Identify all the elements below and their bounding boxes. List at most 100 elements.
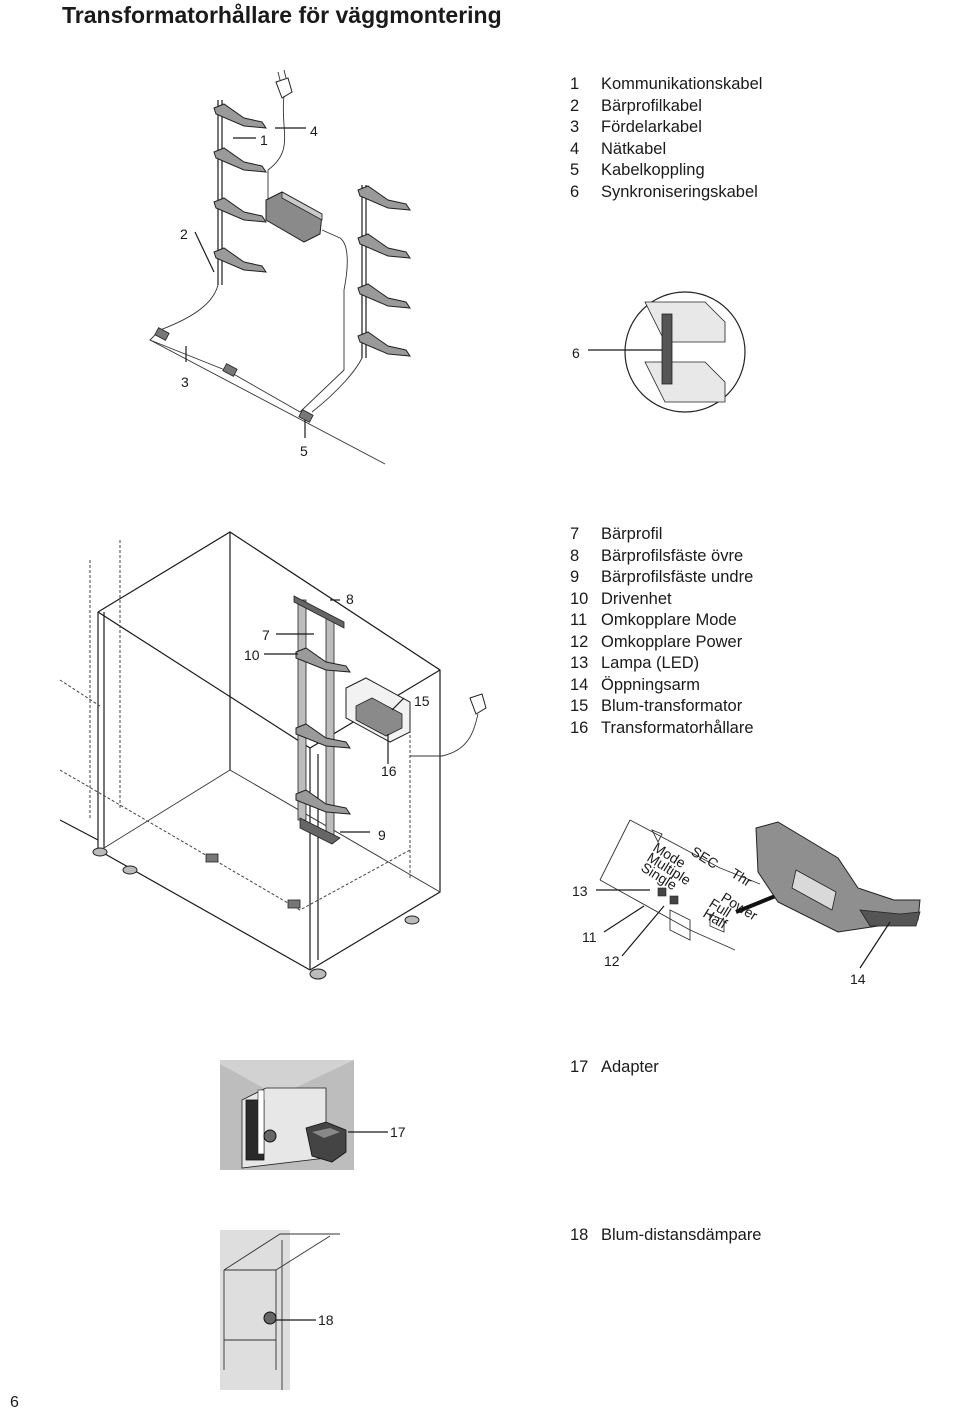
callout-15: 15 <box>414 693 430 709</box>
drive-unit-icon <box>213 147 267 173</box>
cabinet-foot-icon <box>309 968 327 980</box>
legend-text: Nätkabel <box>601 139 667 158</box>
callout-10: 10 <box>244 647 260 663</box>
legend-text: Adapter <box>601 1058 659 1076</box>
drive-unit-icon <box>357 283 411 309</box>
coupling-icon <box>154 327 170 341</box>
legend-text: Blum-distansdämpare <box>601 1226 762 1244</box>
callout-18: 18 <box>318 1312 334 1328</box>
legend-number: 12 <box>570 632 589 651</box>
adapter-screw-icon <box>263 1129 277 1143</box>
drive-unit-detail-figure: 13 11 12 14 Mode Multiple Single SEC Pow… <box>572 819 921 987</box>
legend-number: 13 <box>570 654 589 672</box>
legend-text: Synkroniseringskabel <box>601 182 758 201</box>
legend-text: Blum-transformator <box>601 697 743 715</box>
callout-8: 8 <box>346 591 354 607</box>
legend-item: 12 Omkopplare Power <box>570 632 754 654</box>
legend-text: Kommunikationskabel <box>601 75 763 93</box>
callout-6: 6 <box>572 345 580 361</box>
cable-system-figure: 1 2 3 4 5 6 <box>149 69 746 465</box>
legend-number: 10 <box>570 589 589 608</box>
callout-17: 17 <box>390 1124 406 1140</box>
drive-unit-icon <box>213 103 267 129</box>
legend-text: Fördelarkabel <box>601 118 702 136</box>
legend-text: Omkopplare Mode <box>601 611 737 629</box>
legend-number: 1 <box>570 75 580 93</box>
drive-unit-detail-drawing <box>596 819 921 969</box>
legend-number: 6 <box>570 182 580 201</box>
legend-number: 5 <box>570 161 580 179</box>
callout-3: 3 <box>181 374 189 390</box>
legend-item: 11 Omkopplare Mode <box>570 610 754 632</box>
legend-text: Öppningsarm <box>601 675 701 694</box>
legend-number: 15 <box>570 697 589 715</box>
legend-item: 17 Adapter <box>570 1057 659 1079</box>
power-plug-icon <box>469 693 487 715</box>
legend-text: Omkopplare Power <box>601 632 743 651</box>
adapter-drawing <box>220 1060 388 1170</box>
page-number: 6 <box>10 1394 19 1411</box>
legend-item: 15 Blum-transformator <box>570 696 754 718</box>
legend-item: 13 Lampa (LED) <box>570 653 754 675</box>
drive-unit-icon <box>295 647 351 673</box>
legend-item: 5 Kabelkoppling <box>570 160 762 182</box>
callout-14: 14 <box>850 971 866 987</box>
legend-number: 14 <box>570 675 589 694</box>
drive-unit-icon <box>295 723 351 749</box>
legend-number: 17 <box>570 1058 589 1076</box>
drive-unit-icon <box>295 789 351 815</box>
legend-text: Bärprofilkabel <box>601 96 702 115</box>
callout-9: 9 <box>378 827 386 843</box>
legend-item: 1 Kommunikationskabel <box>570 74 762 96</box>
coupling-icon <box>222 363 238 377</box>
power-plug-icon <box>275 69 293 99</box>
damper-drawing <box>220 1230 340 1390</box>
legend-item: 4 Nätkabel <box>570 139 762 161</box>
callout-4: 4 <box>310 123 318 139</box>
legend-number: 16 <box>570 718 589 737</box>
callout-12: 12 <box>604 953 620 969</box>
legend-number: 3 <box>570 118 580 136</box>
coupling-icon <box>298 409 314 423</box>
adapter-figure: 17 <box>220 1060 406 1170</box>
legend-text: Kabelkoppling <box>601 161 705 179</box>
legend-number: 7 <box>570 525 580 543</box>
cabinet-figure: 7 8 9 10 15 16 <box>59 531 487 980</box>
cabinet-drawing <box>59 531 487 980</box>
legend-item: 7 Bärprofil <box>570 524 754 546</box>
label-thr: Thr <box>728 865 755 890</box>
sync-cable-detail <box>624 291 746 413</box>
callout-1: 1 <box>260 132 268 148</box>
cable-system-drawing <box>149 69 746 465</box>
callout-13: 13 <box>572 883 588 899</box>
transformer-holder-icon <box>345 677 411 743</box>
legend-text: Bärprofil <box>601 525 663 543</box>
legend-cables: 1 Kommunikationskabel 2 Bärprofilkabel 3 Fö… <box>570 74 762 203</box>
legend-number: 4 <box>570 139 580 158</box>
legend-item: 6 Synkroniseringskabel <box>570 182 762 204</box>
legend-item: 2 Bärprofilkabel <box>570 96 762 118</box>
cabinet-foot-icon <box>122 865 138 875</box>
cabinet-foot-icon <box>92 847 108 857</box>
drive-unit-icon <box>357 185 411 211</box>
legend-text: Transformatorhållare <box>601 718 754 737</box>
callout-11: 11 <box>582 929 597 945</box>
legend-text: Lampa (LED) <box>601 654 700 672</box>
damper-icon <box>263 1311 277 1325</box>
damper-figure: 18 <box>220 1230 340 1390</box>
legend-number: 2 <box>570 96 580 115</box>
callout-2: 2 <box>180 226 188 242</box>
cabinet-foot-icon <box>404 915 420 925</box>
label-sec: SEC <box>688 843 721 872</box>
legend-number: 11 <box>570 611 588 629</box>
legend-item: 3 Fördelarkabel <box>570 117 762 139</box>
callout-7: 7 <box>262 627 270 643</box>
callout-5: 5 <box>300 443 308 459</box>
drive-unit-icon <box>213 247 267 273</box>
